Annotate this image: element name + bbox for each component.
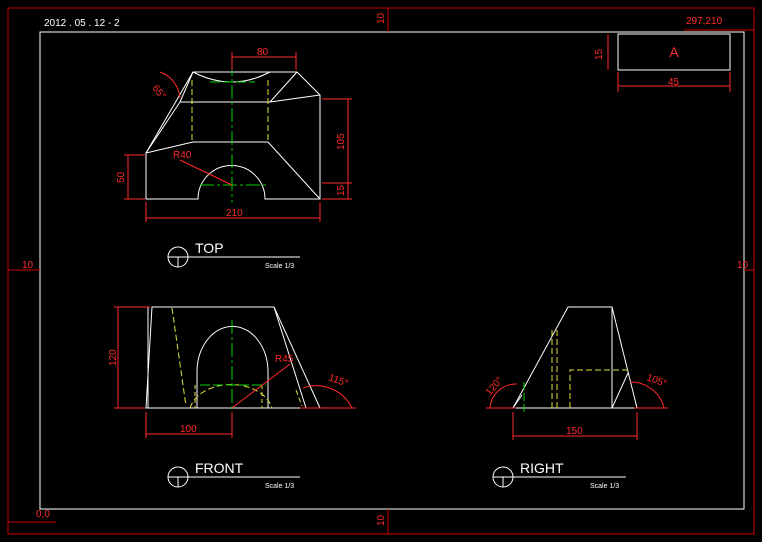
top-view-scale: Scale 1/3 [265, 263, 294, 270]
front-dim-height: 120 [108, 349, 119, 366]
front-dim-angle: 115° [327, 372, 350, 389]
title-block-height: 15 [594, 48, 605, 60]
front-view-name: FRONT [195, 460, 244, 476]
top-view-outline [145, 71, 321, 200]
front-view-outline [145, 306, 321, 409]
top-dim-width-top: 80 [257, 47, 269, 58]
sheet-size-label: 297,210 [686, 16, 723, 27]
margin-top-label: 10 [376, 12, 387, 24]
top-view: 80 65° R40 50 105 15 210 TOP Scale 1/3 [116, 47, 352, 270]
margin-dimensions [8, 8, 754, 534]
top-dim-offset-right: 15 [336, 184, 347, 196]
front-dim-radius: R45 [275, 354, 294, 365]
origin-label: 0,0 [36, 509, 50, 520]
right-view: 120° 105° 150 RIGHT Scale 1/3 [484, 306, 668, 490]
margin-right-label: 10 [737, 260, 749, 271]
title-block-letter: A [669, 44, 679, 60]
date-label: 2012 . 05 . 12 - 2 [44, 18, 120, 29]
right-dim-angle-left: 120° [484, 375, 506, 398]
margin-bottom-label: 10 [376, 514, 387, 526]
top-dim-chamfer: 65° [150, 83, 168, 102]
front-view-scale: Scale 1/3 [265, 483, 294, 490]
front-dim-half-width: 100 [180, 424, 197, 435]
top-dim-radius: R40 [173, 150, 192, 161]
front-view: 120 100 R45 115° FRONT Scale 1/3 [108, 306, 356, 490]
right-view-scale: Scale 1/3 [590, 483, 619, 490]
right-view-name: RIGHT [520, 460, 564, 476]
title-block: A 15 45 [594, 33, 731, 92]
margin-left-label: 10 [22, 260, 34, 271]
title-block-width: 45 [668, 77, 680, 88]
sheet-border [7, 7, 755, 535]
right-dim-width: 150 [566, 426, 583, 437]
top-dim-height-left: 50 [116, 171, 127, 183]
top-view-name: TOP [195, 240, 224, 256]
top-dim-width-bottom: 210 [226, 208, 243, 219]
top-dim-height-right: 105 [336, 133, 347, 150]
